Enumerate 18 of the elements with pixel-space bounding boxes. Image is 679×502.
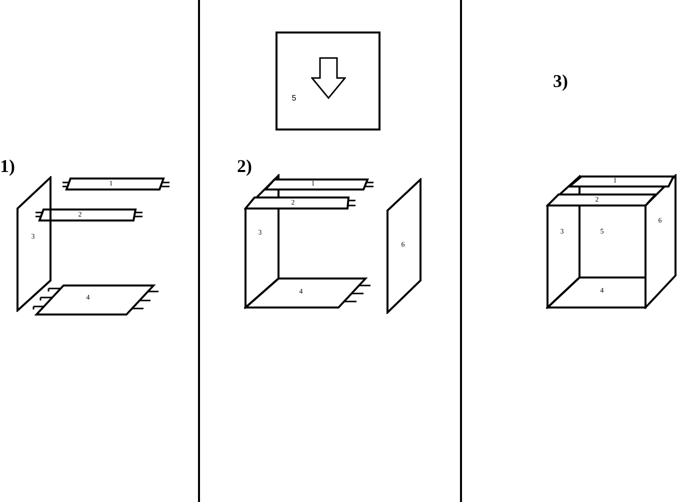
- shelf-board: [244, 196, 356, 210]
- step-number: 3): [553, 72, 568, 90]
- bottom-panel: [244, 276, 372, 308]
- shelf-board: [546, 192, 656, 206]
- side-panel: [644, 174, 676, 308]
- shelf-board: [568, 174, 674, 188]
- shelf-board: [60, 176, 170, 190]
- step-number: 1): [0, 157, 15, 175]
- part-number: 5: [292, 94, 296, 102]
- bottom-panel: [32, 284, 160, 316]
- shelf-board: [34, 208, 144, 222]
- side-panel: [16, 176, 52, 312]
- back-panel: [274, 30, 380, 130]
- side-panel: [546, 174, 580, 308]
- shelf-board: [264, 178, 374, 190]
- bottom-panel: [546, 276, 646, 308]
- side-panel: [386, 178, 422, 314]
- step-number: 2): [237, 157, 252, 175]
